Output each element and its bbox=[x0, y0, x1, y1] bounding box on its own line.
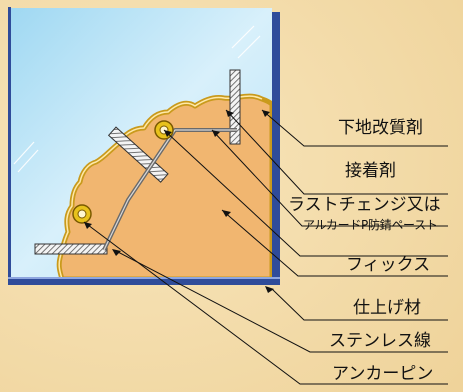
label-finish: 仕上げ材 bbox=[353, 298, 421, 318]
anchor-plate-middle bbox=[107, 126, 169, 183]
anchor-plate-bottom bbox=[34, 243, 108, 255]
frame bbox=[8, 7, 280, 285]
anchor-pin-bottom bbox=[72, 204, 92, 224]
leader-lines bbox=[83, 109, 448, 385]
label-rust-paste: アルカードP防錆ペースト bbox=[303, 218, 438, 232]
label-fix: フィックス bbox=[346, 255, 431, 275]
glass-reflection-marks bbox=[13, 25, 261, 173]
anchor-plate-top bbox=[229, 69, 241, 145]
label-anchor-pin: アンカーピン bbox=[332, 364, 434, 384]
label-rust-change: ラストチェンジ又は bbox=[288, 195, 441, 215]
label-base-agent: 下地改質剤 bbox=[338, 118, 423, 138]
label-stainless-wire: ステンレス線 bbox=[329, 331, 431, 351]
label-adhesive: 接着剤 bbox=[345, 161, 396, 181]
arrow-heads bbox=[84, 110, 274, 293]
